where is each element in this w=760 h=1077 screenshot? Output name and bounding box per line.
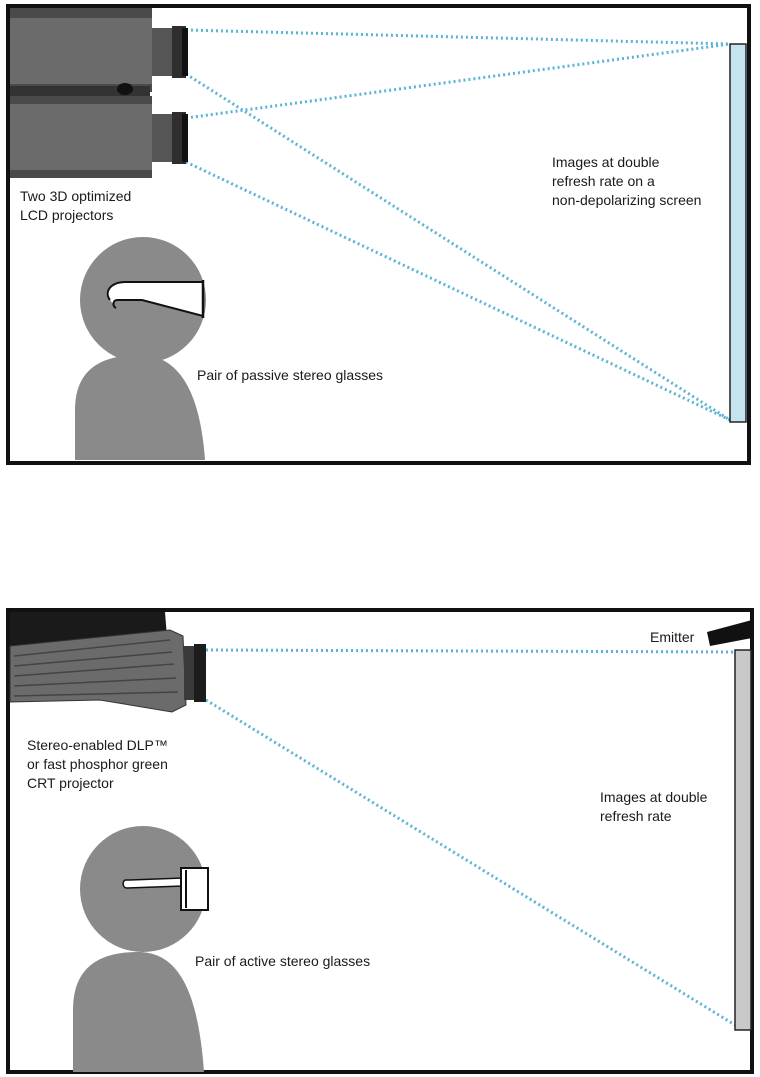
non-depolarizing-screen [730, 44, 746, 422]
panel-active-stereo: Emitter Stereo-enabled DLP™ or fast phos… [8, 610, 752, 1072]
glasses-label: Pair of passive stereo glasses [197, 367, 383, 383]
panel-passive-stereo: Two 3D optimized LCD projectors Images a… [8, 6, 749, 463]
projection-screen [735, 650, 751, 1030]
glasses-label: Pair of active stereo glasses [195, 953, 370, 969]
emitter-label: Emitter [650, 629, 695, 645]
